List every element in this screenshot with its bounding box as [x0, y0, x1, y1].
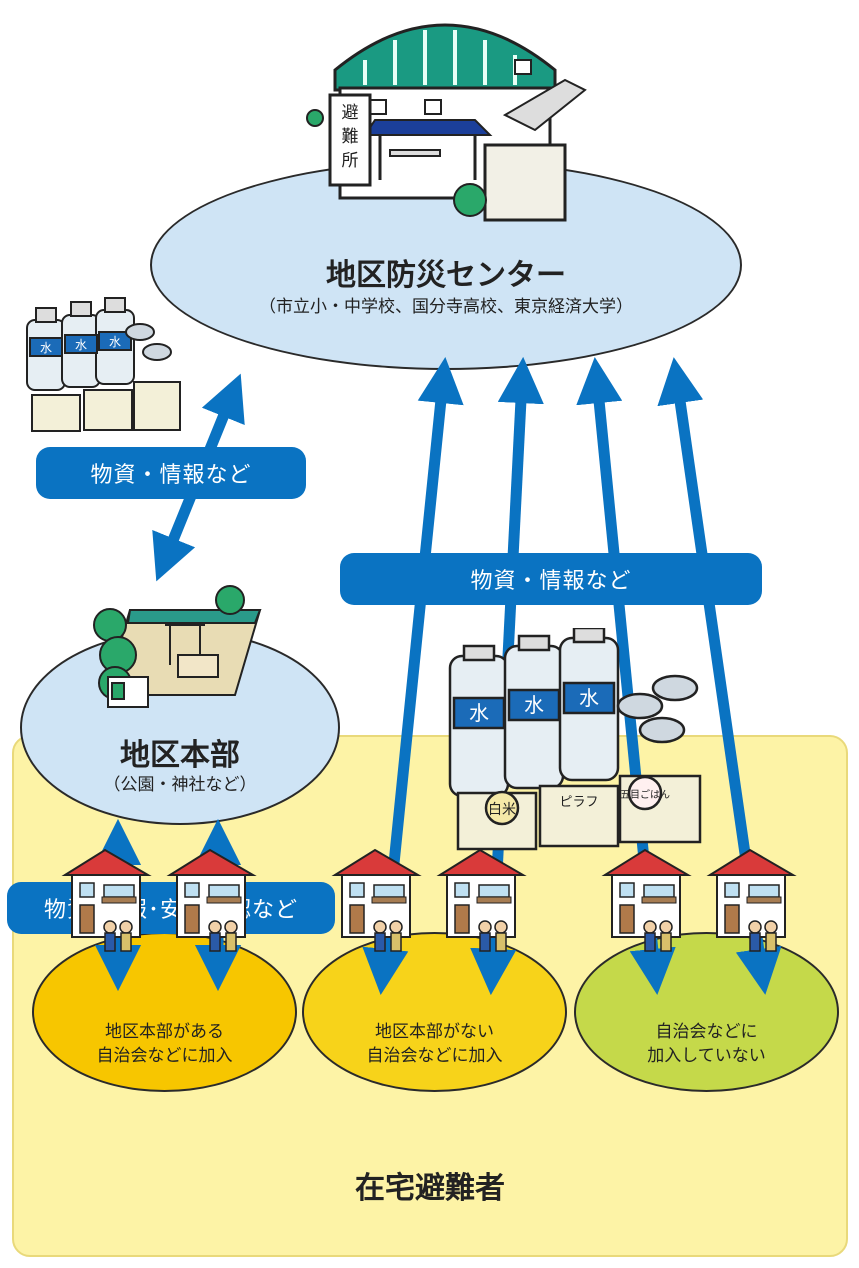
group-not-member-line1: 自治会などに [655, 1022, 758, 1042]
group-with-hq-text: 地区本部がある 自治会などに加入 [32, 1020, 297, 1068]
rice-label: 白米 [488, 802, 516, 818]
home-evacuees-title: 在宅避難者 [355, 1171, 505, 1206]
shelter-sign-char-3: 所 [342, 151, 359, 171]
gomoku-label: 五目ごはん [620, 788, 670, 801]
house-icon-6 [709, 849, 794, 952]
group-with-hq-ellipse [32, 932, 297, 1092]
group-not-member-text: 自治会などに 加入していない [574, 1020, 839, 1068]
district-hq-subtitle: （公園・神社など） [103, 775, 257, 795]
water-label-small-3: 水 [109, 335, 121, 349]
label-supplies-info-upper: 物資・情報など [36, 447, 306, 499]
water-label-1: 水 [469, 701, 489, 725]
park-icon [93, 585, 262, 708]
group-without-hq-text: 地区本部がない 自治会などに加入 [302, 1020, 567, 1068]
water-label-2: 水 [524, 693, 544, 717]
water-label-3: 水 [579, 686, 599, 710]
disaster-center-subtitle: （市立小・中学校、国分寺高校、東京経済大学） [259, 297, 633, 317]
water-label-small-2: 水 [75, 338, 87, 352]
group-not-member-line2: 加入していない [647, 1046, 766, 1066]
house-icon-2 [169, 849, 254, 952]
disaster-center-title: 地区防災センター [326, 258, 566, 293]
label-supplies-info-middle: 物資・情報など [340, 553, 762, 605]
house-icon-1 [64, 849, 149, 952]
school-building-icon: 避 難 所 [306, 23, 587, 222]
supplies-large-icon: 水 水 水 白米 ピラフ 五目ごはん [448, 628, 702, 851]
group-with-hq-line1: 地区本部がある [105, 1022, 224, 1042]
houses-layer [64, 849, 794, 952]
shelter-sign-char-2: 難 [342, 127, 359, 147]
group-without-hq-line1: 地区本部がない [375, 1022, 494, 1042]
group-with-hq-line2: 自治会などに加入 [96, 1046, 233, 1066]
shelter-sign-char-1: 避 [342, 103, 359, 123]
district-hq-title: 地区本部 [120, 738, 240, 773]
pilaf-label: ピラフ [559, 795, 598, 810]
house-icon-5 [604, 849, 689, 952]
house-icon-3 [334, 849, 419, 952]
house-icon-4 [439, 849, 524, 952]
group-without-hq-line2: 自治会などに加入 [366, 1046, 503, 1066]
water-label-small-1: 水 [40, 341, 52, 355]
